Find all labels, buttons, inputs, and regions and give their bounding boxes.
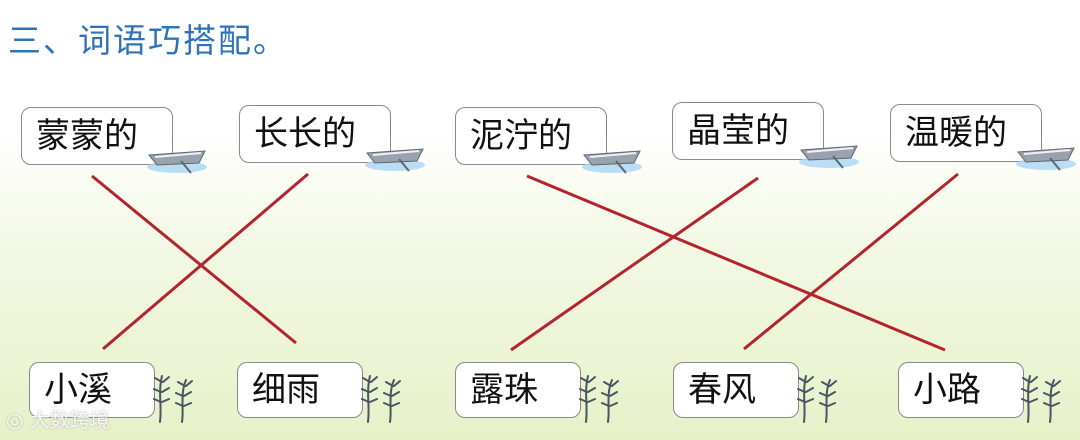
top-card-1[interactable]: 蒙蒙的 bbox=[21, 107, 173, 165]
grass-icon bbox=[1021, 375, 1061, 423]
watermark: ◎ 大数跨境 bbox=[6, 404, 110, 433]
top-card-label: 长长的 bbox=[254, 114, 356, 154]
watermark-logo-icon: ◎ bbox=[6, 408, 30, 432]
match-line-2 bbox=[102, 172, 309, 351]
boat-icon bbox=[365, 148, 425, 172]
top-card-4[interactable]: 晶莹的 bbox=[672, 102, 824, 160]
top-card-label: 泥泞的 bbox=[470, 116, 572, 156]
grass-icon bbox=[153, 375, 193, 423]
bottom-card-1[interactable]: 小溪 bbox=[29, 362, 155, 418]
bottom-card-5[interactable]: 小路 bbox=[898, 362, 1024, 418]
bottom-card-label: 露珠 bbox=[470, 370, 538, 410]
boat-icon bbox=[582, 150, 642, 174]
grass-icon bbox=[797, 375, 837, 423]
grass-icon bbox=[579, 375, 619, 423]
boat-icon bbox=[147, 150, 207, 174]
top-card-label: 晶莹的 bbox=[687, 111, 789, 151]
match-line-4 bbox=[510, 176, 759, 352]
top-card-3[interactable]: 泥泞的 bbox=[455, 107, 607, 165]
bottom-card-label: 小路 bbox=[913, 370, 981, 410]
watermark-text: 大数跨境 bbox=[29, 408, 110, 432]
grass-icon bbox=[361, 375, 401, 423]
match-line-5 bbox=[743, 172, 959, 351]
top-card-5[interactable]: 温暖的 bbox=[890, 104, 1042, 162]
match-line-3 bbox=[526, 174, 946, 352]
bottom-card-2[interactable]: 细雨 bbox=[237, 362, 363, 418]
bottom-card-label: 春风 bbox=[688, 370, 756, 410]
match-line-1 bbox=[91, 174, 297, 345]
boat-icon bbox=[799, 145, 859, 169]
exercise-title: 三、词语巧搭配。 bbox=[8, 21, 288, 60]
boat-icon bbox=[1016, 147, 1076, 171]
bottom-card-label: 细雨 bbox=[252, 370, 320, 410]
top-card-label: 温暖的 bbox=[905, 113, 1007, 153]
top-card-2[interactable]: 长长的 bbox=[239, 105, 391, 163]
bottom-card-3[interactable]: 露珠 bbox=[455, 362, 581, 418]
bottom-card-4[interactable]: 春风 bbox=[673, 362, 799, 418]
top-card-label: 蒙蒙的 bbox=[36, 116, 138, 156]
bottom-card-label: 小溪 bbox=[44, 370, 112, 410]
